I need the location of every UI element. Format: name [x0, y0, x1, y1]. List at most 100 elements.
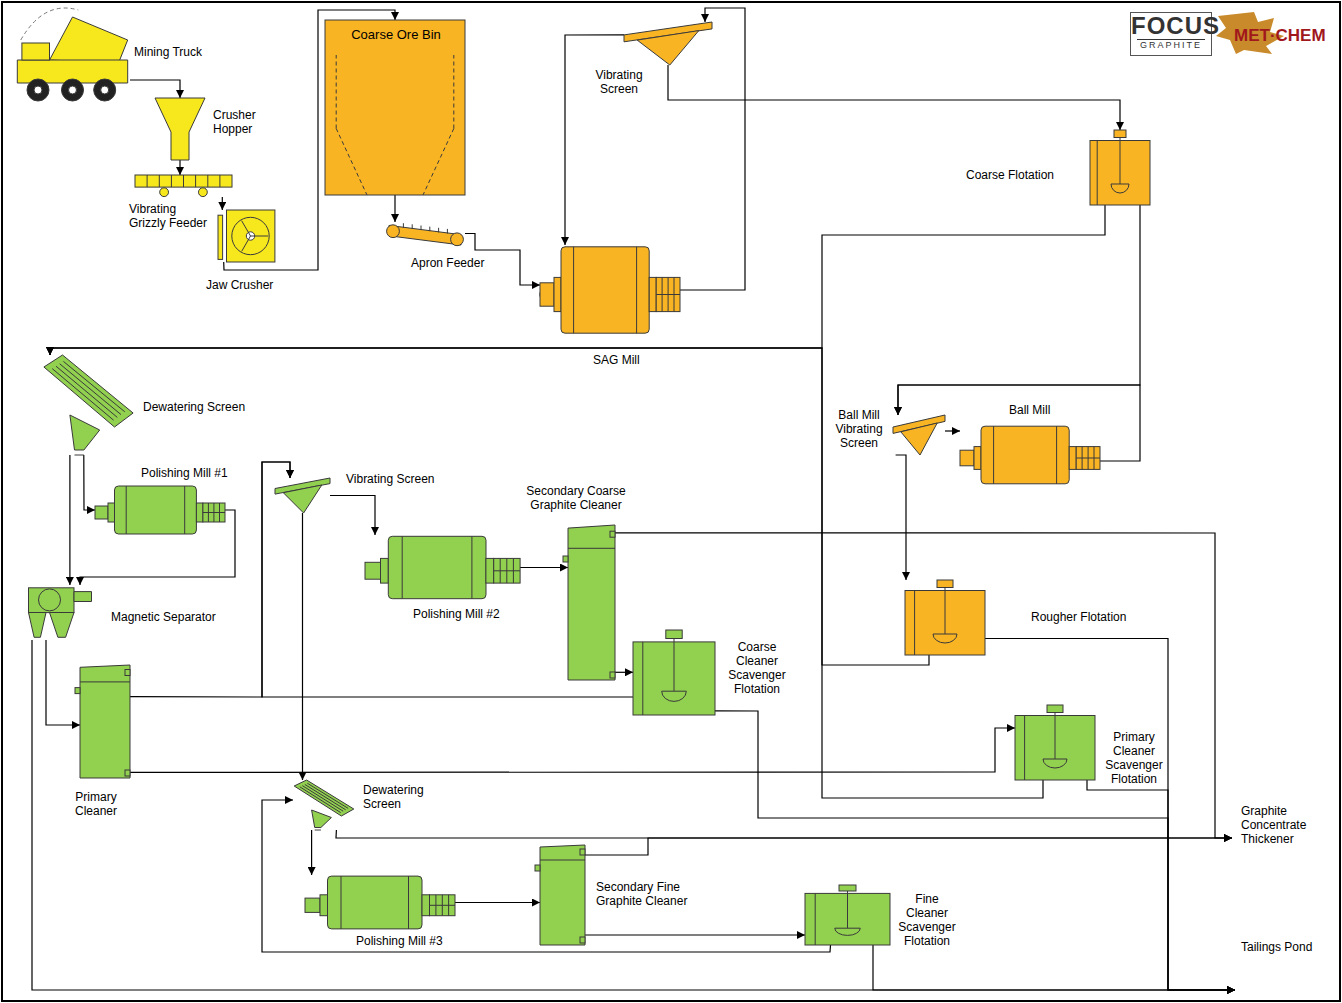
- flow-line: [455, 902, 540, 903]
- equipment-label: Rougher Flotation: [1030, 610, 1127, 624]
- equipment-icon: [540, 845, 585, 945]
- equipment-mill: Polishing Mill #1: [95, 485, 225, 535]
- equipment-apron: Apron Feeder: [385, 222, 465, 245]
- equipment-label: Polishing Mill #3: [355, 934, 444, 948]
- flow-line: [84, 455, 95, 510]
- flow-line: [565, 35, 624, 245]
- flow-line: [262, 800, 831, 952]
- equipment-icon: [135, 175, 232, 197]
- equipment-mill: SAG Mill: [540, 245, 680, 335]
- equipment-icon: [25, 585, 95, 640]
- equipment-cell: Primary Cleaner Scavenger Flotation: [1015, 705, 1095, 780]
- equipment-icon: [540, 245, 680, 335]
- equipment-label: Mining Truck: [133, 45, 203, 59]
- flow-line: [302, 513, 303, 780]
- flow-line: [69, 455, 70, 585]
- equipment-label: Crusher Hopper: [212, 108, 264, 136]
- equipment-label: Tailings Pond: [1240, 940, 1313, 954]
- flow-line: [985, 639, 1235, 991]
- flow-line: [394, 195, 395, 222]
- equipment-label: Graphite Concentrate Thickener: [1240, 804, 1314, 846]
- equipment-label: Ball Mill Vibrating Screen: [828, 408, 890, 450]
- equipment-icon: [893, 415, 945, 455]
- flow-line: [130, 80, 180, 98]
- equipment-column: Secondary Coarse Graphite Cleaner: [568, 525, 615, 680]
- equipment-label: Magnetic Separator: [110, 610, 217, 624]
- equipment-hopper: Crusher Hopper: [155, 98, 205, 160]
- flow-line: [32, 640, 1235, 990]
- flow-line: [520, 567, 568, 568]
- flow-line: [945, 430, 960, 431]
- flow-line: [262, 462, 633, 697]
- destination-node: Tailings Pond: [1235, 935, 1336, 995]
- flow-line: [1087, 780, 1235, 990]
- equipment-column: Primary Cleaner: [80, 665, 130, 778]
- flow-line: [50, 348, 1043, 798]
- equipment-icon: [568, 525, 615, 680]
- equipment-label: Primary Cleaner: [65, 790, 127, 818]
- flow-line: [330, 496, 375, 536]
- equipment-dscreen: Dewatering Screen: [293, 780, 355, 830]
- equipment-icon: [805, 885, 890, 945]
- equipment-icon: [95, 485, 225, 535]
- equipment-cell: Fine Cleaner Scavenger Flotation: [805, 885, 890, 945]
- equipment-icon: [293, 780, 355, 830]
- equipment-dscreen: Dewatering Screen: [42, 355, 135, 455]
- equipment-label: Jaw Crusher: [205, 278, 274, 292]
- equipment-icon: [633, 630, 715, 715]
- equipment-label: Dewatering Screen: [142, 400, 246, 414]
- equipment-icon: [905, 580, 985, 655]
- flow-line: [615, 672, 633, 673]
- logo-text: GRAPHITE: [1137, 39, 1205, 51]
- equipment-label: Apron Feeder: [410, 256, 485, 270]
- flow-line: [336, 830, 1232, 838]
- flow-line: [585, 838, 1232, 855]
- equipment-column: Secondary Fine Graphite Cleaner: [540, 845, 585, 945]
- logo-text: FOCUS: [1131, 13, 1211, 39]
- flow-line: [311, 830, 312, 875]
- equipment-mill: Polishing Mill #3: [305, 875, 455, 930]
- equipment-screen: Vibrating Screen: [275, 478, 330, 513]
- equipment-screen: Vibrating Screen: [624, 22, 712, 65]
- equipment-jaw: Jaw Crusher: [218, 210, 275, 262]
- flow-line: [680, 8, 745, 290]
- equipment-icon: [42, 355, 135, 455]
- equipment-label: Vibrating Screen: [590, 68, 648, 96]
- flow-line: [873, 945, 1235, 990]
- equipment-icon: [80, 665, 130, 778]
- equipment-icon: [155, 98, 205, 160]
- equipment-mill: Polishing Mill #2: [365, 535, 520, 600]
- equipment-label: Vibrating Screen: [345, 472, 436, 486]
- flow-line: [46, 640, 80, 725]
- equipment-icon: [624, 22, 712, 65]
- flow-line: [896, 455, 906, 580]
- flow-line: [130, 728, 1015, 772]
- equipment-label: Fine Cleaner Scavenger Flotation: [895, 892, 959, 948]
- equipment-icon: [15, 5, 130, 105]
- equipment-truck: Mining Truck: [15, 5, 130, 105]
- flow-line: [179, 160, 180, 175]
- equipment-cell: Coarse Flotation: [1090, 130, 1150, 205]
- equipment-bin: Coarse Ore Bin: [325, 20, 465, 195]
- equipment-label: Coarse Cleaner Scavenger Flotation: [725, 640, 789, 696]
- equipment-label: Coarse Flotation: [965, 168, 1055, 182]
- equipment-label: Secondary Coarse Graphite Cleaner: [520, 484, 632, 512]
- equipment-label: Secondary Fine Graphite Cleaner: [595, 880, 697, 908]
- equipment-icon: [1090, 130, 1150, 205]
- equipment-label: Dewatering Screen: [362, 783, 428, 811]
- flow-line: [668, 65, 1120, 130]
- equipment-label: Primary Cleaner Scavenger Flotation: [1102, 730, 1166, 786]
- equipment-label: SAG Mill: [592, 353, 641, 367]
- equipment-label: Coarse Ore Bin: [325, 28, 467, 42]
- flow-line: [615, 533, 1232, 838]
- flow-line: [585, 934, 805, 935]
- destination-node: Graphite Concentrate Thickener: [1232, 800, 1336, 880]
- flow-line: [715, 711, 1235, 990]
- equipment-icon: [275, 478, 330, 513]
- flow-line: [222, 197, 223, 210]
- equipment-cell: Coarse Cleaner Scavenger Flotation: [633, 630, 715, 715]
- equipment-grizzly: Vibrating Grizzly Feeder: [135, 175, 232, 197]
- equipment-icon: [305, 875, 455, 930]
- equipment-icon: [365, 535, 520, 600]
- focus-logo: FOCUS GRAPHITE: [1130, 12, 1212, 56]
